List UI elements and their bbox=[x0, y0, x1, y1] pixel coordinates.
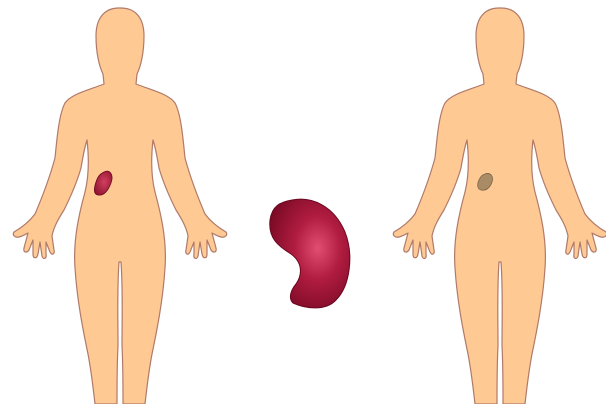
right-body-figure bbox=[393, 8, 606, 404]
center-spleen-icon bbox=[270, 199, 350, 308]
left-body-figure bbox=[13, 8, 226, 404]
